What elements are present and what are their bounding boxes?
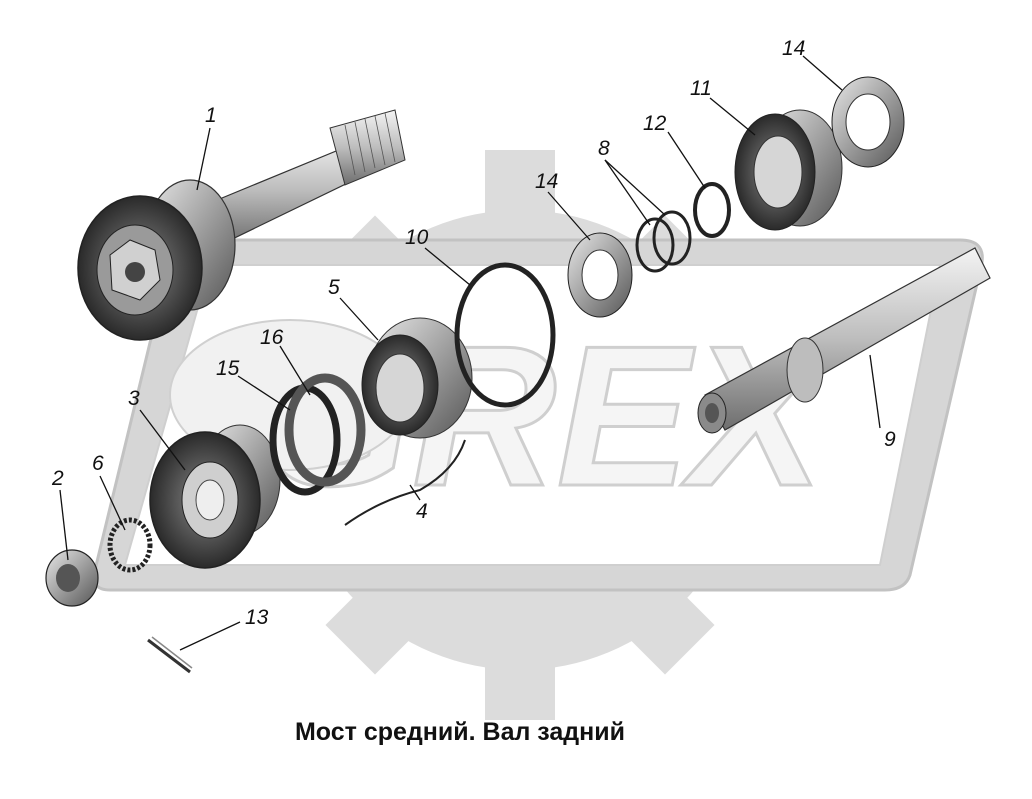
callout-5: 5 (328, 276, 340, 299)
part-9-rear-shaft (697, 247, 991, 434)
callout-8: 8 (598, 137, 610, 160)
part-8-snap-rings (635, 210, 692, 273)
part-13-cotter-pin (147, 636, 193, 674)
part-16-ring (284, 373, 366, 487)
part-6-lock-washer (107, 517, 153, 573)
part-14b-bearing (831, 76, 905, 168)
callout-12: 12 (643, 112, 667, 135)
callout-3: 3 (128, 387, 140, 410)
callout-1: 1 (205, 104, 217, 127)
part-5-housing (361, 317, 473, 439)
callout-numbers: 1 2 3 4 5 6 8 9 10 11 12 13 14 14 15 16 (51, 37, 896, 629)
part-4-wire (344, 439, 466, 526)
callout-14a: 14 (535, 170, 558, 193)
diagram-caption: Мост средний. Вал задний (294, 718, 626, 746)
callout-11: 11 (690, 77, 712, 100)
callout-13: 13 (245, 606, 269, 629)
part-3-flange (149, 424, 281, 569)
callout-15: 15 (216, 357, 240, 380)
part-2-castle-nut (45, 549, 99, 607)
part-10-gasket (454, 262, 556, 408)
part-1-flange-shaft (77, 109, 406, 341)
callout-leaders (59, 55, 881, 651)
callout-6: 6 (92, 452, 104, 475)
callout-2: 2 (51, 467, 64, 490)
part-11-flange-housing (734, 109, 843, 231)
callout-4: 4 (416, 500, 428, 523)
callout-10: 10 (405, 226, 429, 249)
callout-14b: 14 (782, 37, 805, 60)
part-14a-bearing (567, 232, 633, 318)
part-12-ring (693, 182, 731, 238)
callout-9: 9 (884, 428, 896, 451)
callout-16: 16 (260, 326, 284, 349)
